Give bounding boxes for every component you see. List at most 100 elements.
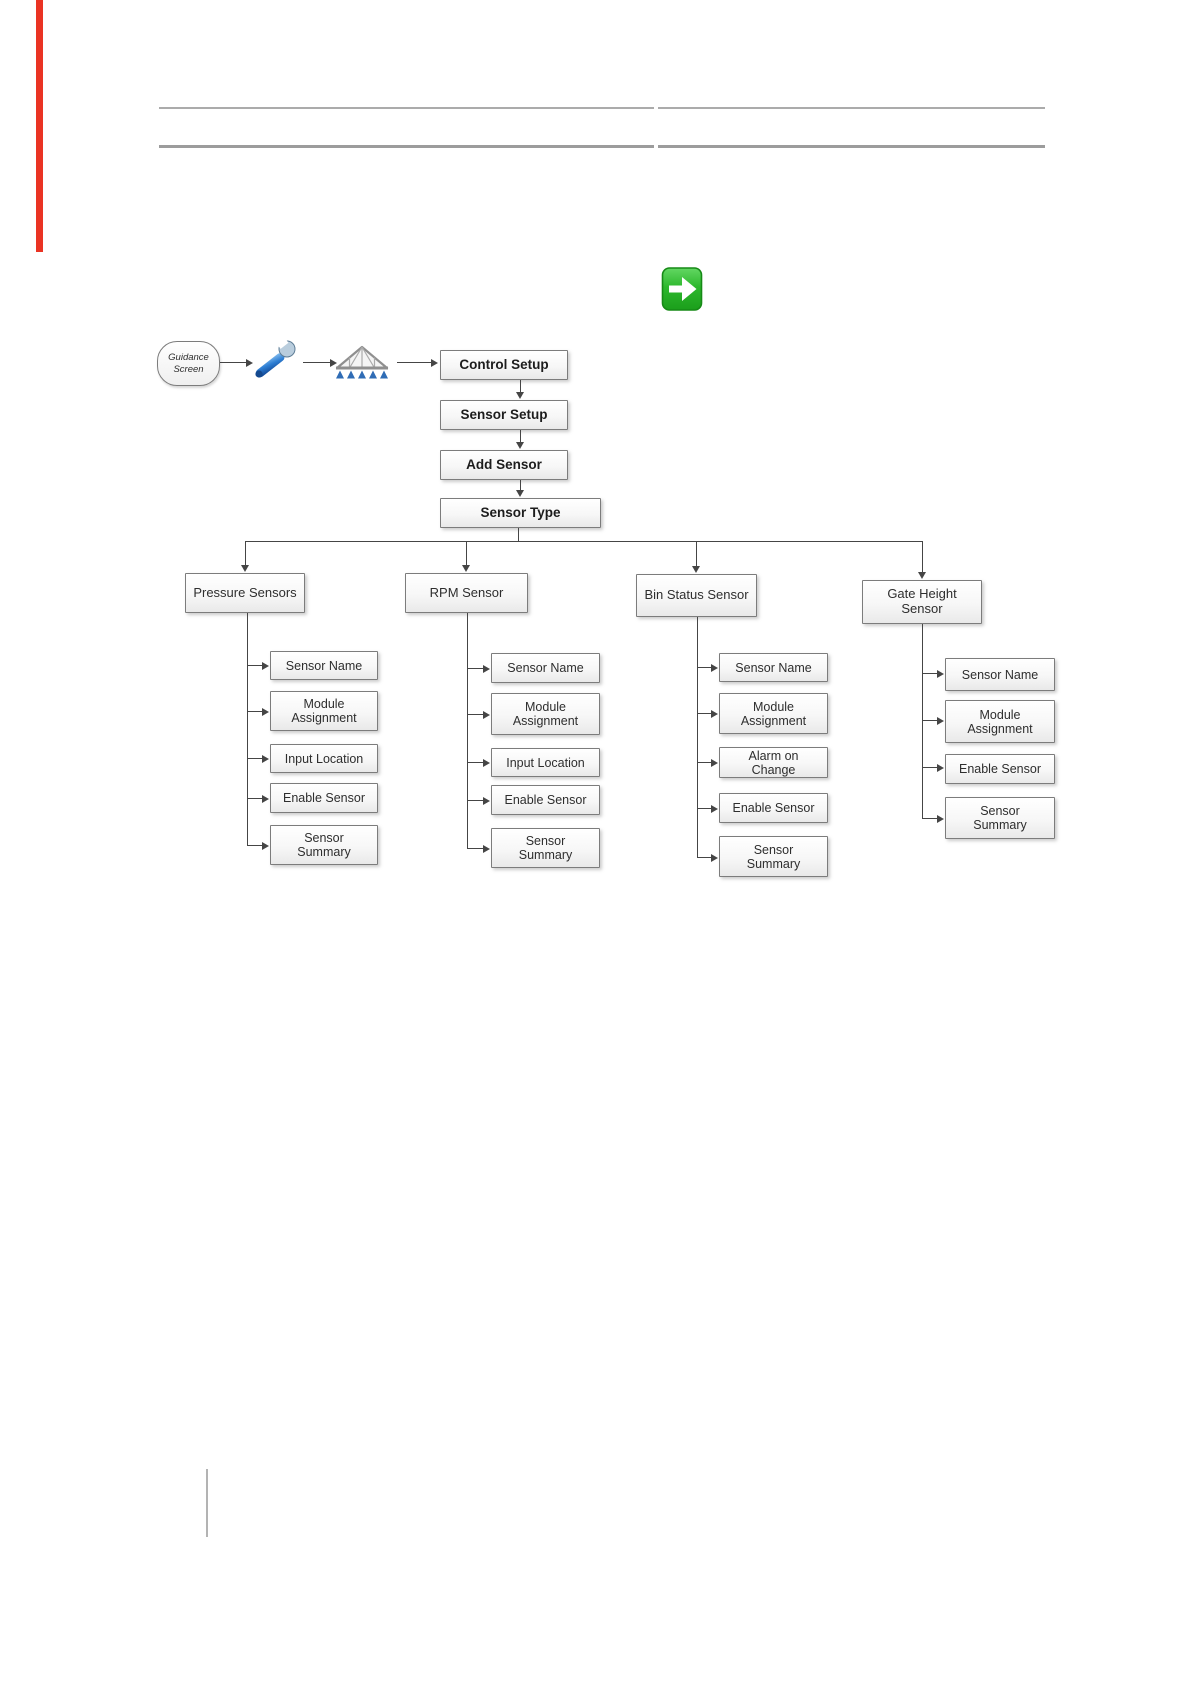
header-rule-top-right	[658, 107, 1045, 109]
branch-rpm-sensor: RPM Sensor	[405, 573, 528, 613]
header-rule-bottom-right	[658, 145, 1045, 148]
sprayer-boom-icon	[335, 345, 389, 379]
connector	[467, 613, 468, 848]
connector	[467, 800, 483, 801]
node-enable-sensor: Enable Sensor	[491, 785, 600, 815]
arrowhead-right	[711, 664, 718, 672]
connector	[467, 714, 483, 715]
node-module-assignment: Module Assignment	[945, 700, 1055, 743]
connector	[220, 362, 246, 363]
node-control-setup: Control Setup	[440, 350, 568, 380]
arrowhead-right	[431, 359, 438, 367]
green-arrow-icon	[661, 267, 703, 311]
connector	[922, 767, 937, 768]
connector	[247, 613, 248, 845]
arrowhead-right	[937, 815, 944, 823]
header-rule-top-left	[159, 107, 654, 109]
node-module-assignment: Module Assignment	[491, 693, 600, 735]
connector	[467, 848, 483, 849]
node-alarm-on-change: Alarm on Change	[719, 747, 828, 778]
arrowhead-right	[330, 359, 337, 367]
connector	[922, 624, 923, 818]
node-enable-sensor: Enable Sensor	[270, 783, 378, 813]
arrowhead-down	[241, 565, 249, 572]
connector	[520, 380, 521, 392]
arrowhead-right	[483, 845, 490, 853]
connector	[247, 758, 262, 759]
arrowhead-down	[692, 566, 700, 573]
wrench-icon	[255, 338, 296, 378]
connector	[922, 673, 937, 674]
node-input-location: Input Location	[491, 748, 600, 777]
connector	[247, 711, 262, 712]
node-module-assignment: Module Assignment	[719, 693, 828, 734]
connector	[520, 430, 521, 442]
arrowhead-right	[483, 711, 490, 719]
node-sensor-name: Sensor Name	[491, 653, 600, 683]
connector	[467, 762, 483, 763]
node-sensor-setup: Sensor Setup	[440, 400, 568, 430]
arrowhead-right	[937, 764, 944, 772]
arrowhead-right	[483, 759, 490, 767]
connector	[467, 668, 483, 669]
guidance-screen-node: Guidance Screen	[157, 341, 220, 386]
arrowhead-right	[262, 842, 269, 850]
arrowhead-down	[516, 490, 524, 497]
connector	[697, 667, 711, 668]
connector	[697, 713, 711, 714]
connector	[245, 541, 922, 542]
connector	[696, 541, 697, 566]
node-sensor-name: Sensor Name	[945, 658, 1055, 691]
connector	[922, 818, 937, 819]
header-rule-bottom-left	[159, 145, 654, 148]
connector	[697, 857, 711, 858]
connector	[247, 845, 262, 846]
connector	[247, 665, 262, 666]
node-sensor-name: Sensor Name	[270, 651, 378, 680]
arrowhead-right	[937, 717, 944, 725]
connector	[697, 808, 711, 809]
node-input-location: Input Location	[270, 744, 378, 773]
node-sensor-name: Sensor Name	[719, 653, 828, 682]
node-sensor-summary: Sensor Summary	[719, 836, 828, 877]
arrowhead-down	[462, 565, 470, 572]
arrowhead-right	[483, 665, 490, 673]
arrowhead-right	[937, 670, 944, 678]
node-enable-sensor: Enable Sensor	[719, 793, 828, 823]
arrowhead-right	[483, 797, 490, 805]
connector	[697, 762, 711, 763]
connector	[697, 617, 698, 857]
connector	[397, 362, 431, 363]
arrowhead-right	[711, 710, 718, 718]
branch-gate-height-sensor: Gate Height Sensor	[862, 580, 982, 624]
node-sensor-type: Sensor Type	[440, 498, 601, 528]
arrowhead-down	[516, 392, 524, 399]
arrowhead-right	[711, 805, 718, 813]
node-sensor-summary: Sensor Summary	[945, 797, 1055, 839]
node-sensor-summary: Sensor Summary	[491, 828, 600, 868]
connector	[922, 720, 937, 721]
branch-bin-status-sensor: Bin Status Sensor	[636, 574, 757, 617]
arrowhead-down	[516, 442, 524, 449]
node-sensor-summary: Sensor Summary	[270, 825, 378, 865]
connector	[303, 362, 330, 363]
bottom-margin-line	[206, 1469, 208, 1537]
connector	[518, 528, 519, 541]
arrowhead-right	[246, 359, 253, 367]
connector	[247, 798, 262, 799]
connector	[922, 541, 923, 572]
connector	[245, 541, 246, 565]
arrowhead-right	[262, 755, 269, 763]
arrowhead-right	[262, 708, 269, 716]
connector	[466, 541, 467, 565]
node-module-assignment: Module Assignment	[270, 691, 378, 731]
arrowhead-right	[262, 662, 269, 670]
arrowhead-right	[711, 759, 718, 767]
branch-pressure-sensors: Pressure Sensors	[185, 573, 305, 613]
node-add-sensor: Add Sensor	[440, 450, 568, 480]
arrowhead-right	[262, 795, 269, 803]
arrowhead-right	[711, 854, 718, 862]
arrowhead-down	[918, 572, 926, 579]
connector	[520, 480, 521, 490]
